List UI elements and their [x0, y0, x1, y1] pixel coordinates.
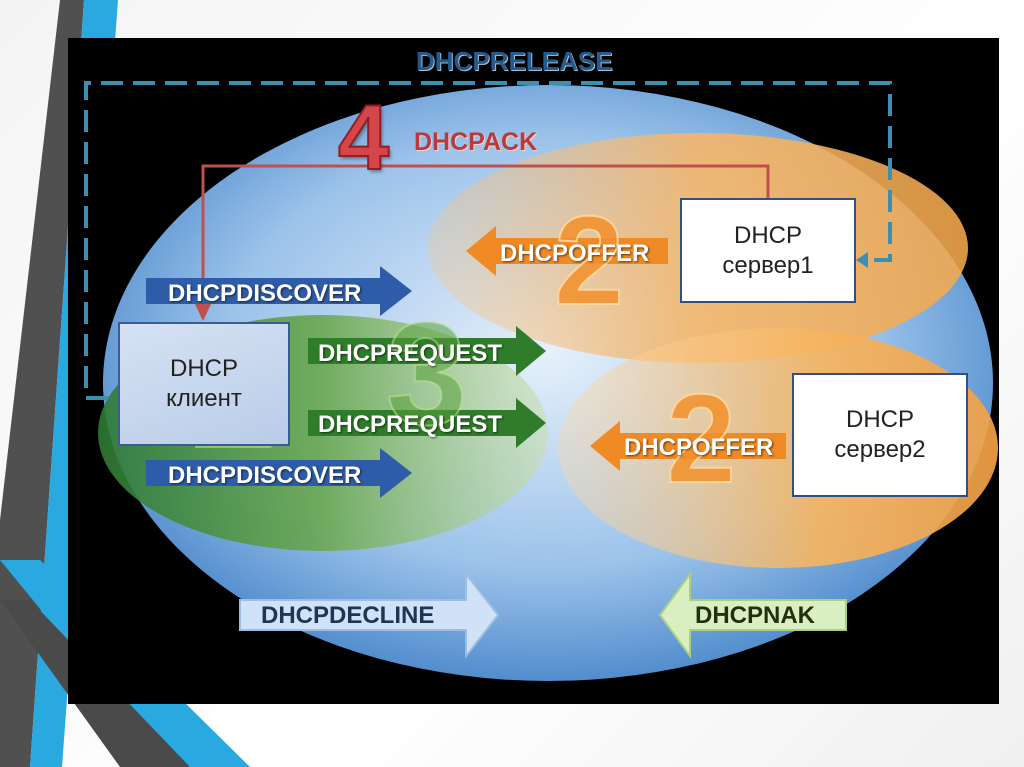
ack-line	[201, 164, 770, 306]
offer-label-1: DHCPOFFER	[500, 240, 650, 267]
release-line	[84, 81, 892, 400]
decline-label: DHCPDECLINE	[261, 602, 435, 629]
decline-arrow	[239, 571, 500, 659]
dhcp-server1-box: DHCP сервер1	[680, 198, 856, 303]
request-label-1: DHCPREQUEST	[318, 340, 503, 367]
discover-arrow-1	[146, 266, 412, 316]
client-title: DHCP	[169, 355, 238, 382]
step-number-3: 3	[385, 291, 468, 456]
release-label: DHCPRELEASE	[416, 46, 613, 76]
discover-label-1: DHCPDISCOVER	[168, 280, 362, 307]
request-arrow-2	[308, 398, 546, 448]
server2-title: DHCP	[845, 406, 914, 433]
offer-arrow-2	[590, 421, 786, 471]
ack-arrowhead	[195, 304, 211, 321]
dhcp-server2-box: DHCP сервер2	[792, 373, 968, 497]
dhcp-diagram: 1 3 2 2 4 DHCPRELEASE DHCPACK DHCPOFFER …	[68, 38, 999, 704]
offer-arrow-1	[466, 226, 668, 276]
server2-subtitle: сервер2	[834, 436, 926, 463]
client-subtitle: клиент	[166, 385, 242, 412]
nak-arrow	[658, 570, 847, 660]
ack-label: DHCPACK	[414, 128, 538, 156]
release-arrowhead	[856, 252, 868, 268]
step-number-4: 4	[337, 86, 390, 190]
nak-label: DHCPNAK	[695, 602, 815, 629]
step-number-2-server2: 2	[665, 367, 737, 510]
offer-label-2: DHCPOFFER	[624, 434, 774, 461]
discover-label-2: DHCPDISCOVER	[168, 462, 362, 489]
request-label-2: DHCPREQUEST	[318, 411, 503, 438]
discover-arrow-2	[146, 448, 412, 498]
server1-subtitle: сервер1	[722, 251, 814, 279]
server1-title: DHCP	[733, 221, 802, 249]
dhcp-client-box: DHCP клиент	[118, 322, 290, 446]
request-arrow-1	[308, 326, 546, 376]
step-number-2-server1: 2	[553, 189, 625, 332]
